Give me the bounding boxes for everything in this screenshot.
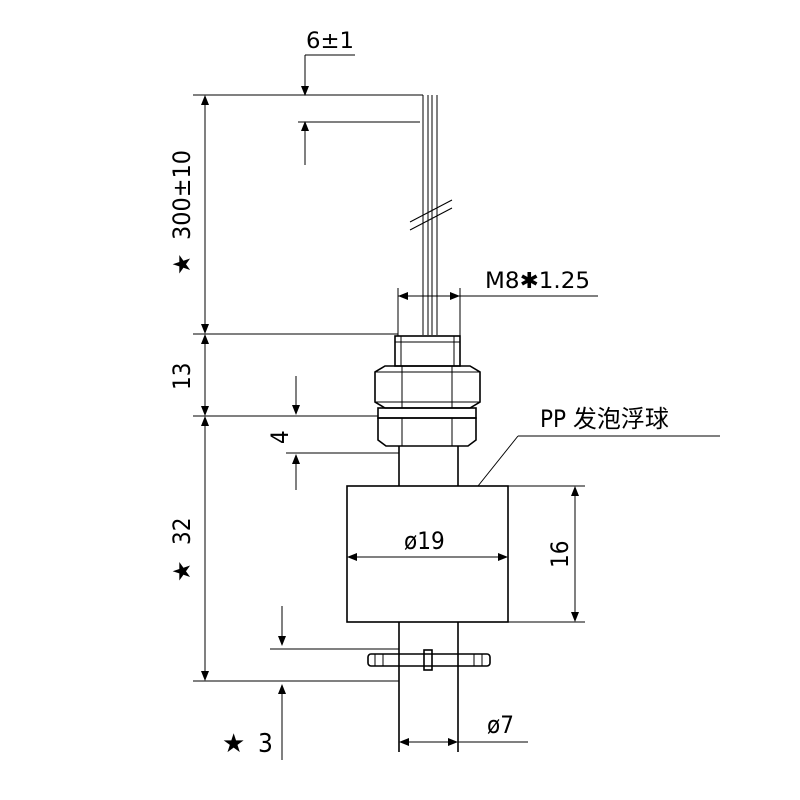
- dim-stem-diameter: ø7: [399, 711, 528, 746]
- dim-gap: 4: [266, 376, 399, 490]
- dim-cable-length-text: 300±10: [168, 150, 196, 240]
- dim-tail-text: 3: [258, 729, 273, 759]
- washer: [377, 407, 477, 447]
- dim-stem-length-text: 32: [168, 518, 196, 545]
- star-mark-stem: ★: [168, 560, 196, 582]
- cable: [409, 95, 453, 335]
- dim-tail: ★ 3: [222, 606, 399, 760]
- hex-nut: [374, 365, 481, 409]
- dim-nut-height-text: 13: [168, 363, 196, 390]
- float-material-callout: PP 发泡浮球: [477, 405, 720, 487]
- dim-cable-offset: 6±1: [298, 29, 420, 165]
- dim-cable-offset-text: 6±1: [306, 29, 354, 54]
- dim-nut-height: 13: [168, 334, 378, 417]
- dim-float-height-text: 16: [546, 541, 574, 568]
- dim-thread-text: M8✱1.25: [485, 269, 590, 294]
- dim-float-diameter: ø19: [347, 527, 508, 561]
- float-body: [346, 485, 509, 623]
- stem-upper: [398, 446, 459, 486]
- dim-stem-length: 32 ★: [168, 416, 399, 682]
- dim-thread: M8✱1.25: [397, 269, 598, 336]
- dim-float-diameter-text: ø19: [404, 527, 445, 555]
- stem-lower: [398, 622, 459, 752]
- dim-stem-diameter-text: ø7: [487, 711, 514, 739]
- star-mark-tail: ★: [222, 729, 245, 759]
- dim-float-height: 16: [508, 485, 585, 623]
- part-outline: [346, 95, 509, 752]
- star-mark-cable: ★: [168, 253, 196, 275]
- dim-cable-length: 300±10 ★: [168, 94, 423, 335]
- retaining-clip: [367, 649, 491, 671]
- float-material-label: PP 发泡浮球: [540, 405, 669, 433]
- dim-gap-text: 4: [266, 430, 294, 444]
- threaded-plug: [394, 335, 461, 367]
